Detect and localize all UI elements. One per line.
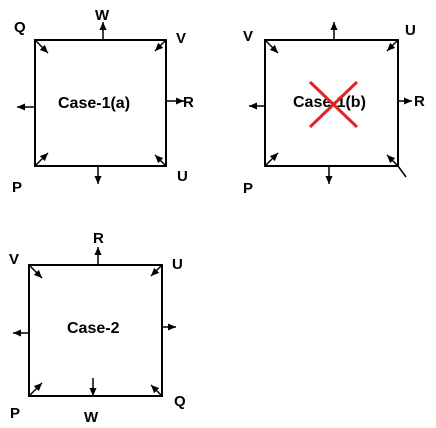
case-1a-label-bottom-right: U <box>177 168 188 185</box>
case-1a-diagram: Case-1(a) Q W V R P U <box>12 7 194 196</box>
case-1a-label-top-right: V <box>176 30 186 47</box>
case-1b-arrow-top-left <box>264 39 279 54</box>
case-2-square <box>28 264 163 397</box>
case-2-arrow-top-right <box>150 264 163 277</box>
case-2-title: Case-2 <box>67 320 120 337</box>
case-2-label-top-right: U <box>172 256 183 273</box>
case-1a-label-right: R <box>183 94 194 111</box>
case-1b-label-top-right: U <box>405 22 416 39</box>
case-1b-cross-stroke-2 <box>308 80 359 129</box>
case-2-label-bottom: W <box>84 409 99 426</box>
case-1a-arrow-bottom-left <box>34 152 49 167</box>
case-1a-title: Case-1(a) <box>58 95 130 112</box>
case-1a-arrow-top-right <box>154 39 167 52</box>
case-1b-label-top-left: V <box>243 28 253 45</box>
case-2-label-top-left: V <box>9 251 19 268</box>
case-1a-label-top: W <box>95 7 110 24</box>
case-2-label-bottom-right: Q <box>174 393 186 410</box>
case-2-label-top: R <box>93 230 104 247</box>
case-2-arrow-top-left <box>28 264 43 279</box>
case-1b-label-bottom-left: P <box>243 180 253 197</box>
case-1a-label-top-left: Q <box>14 19 26 36</box>
case-1a-arrow-top-left <box>34 39 49 54</box>
case-1b-square <box>264 39 399 167</box>
case-2-diagram: Case-2 V R U P W Q <box>9 230 186 426</box>
case-2-arrow-bottom-right <box>150 384 163 397</box>
case-1a-square <box>34 39 167 167</box>
case-1b-arrow-top-right <box>386 39 399 52</box>
case-1b-diagram: Case-1(b) V U R P <box>243 22 425 197</box>
case-1b-cross-mark <box>308 80 359 129</box>
case-1a-arrow-bottom-right <box>154 154 167 167</box>
case-1a-label-bottom-left: P <box>12 179 22 196</box>
case-1b-bottom-right-tail <box>397 165 407 178</box>
case-1b-arrow-bottom-left <box>264 152 279 167</box>
case-2-label-bottom-left: P <box>10 405 20 422</box>
case-1b-arrow-bottom-right <box>386 154 399 167</box>
case-1b-label-right: R <box>414 93 425 110</box>
case-2-arrow-bottom-left <box>28 382 43 397</box>
